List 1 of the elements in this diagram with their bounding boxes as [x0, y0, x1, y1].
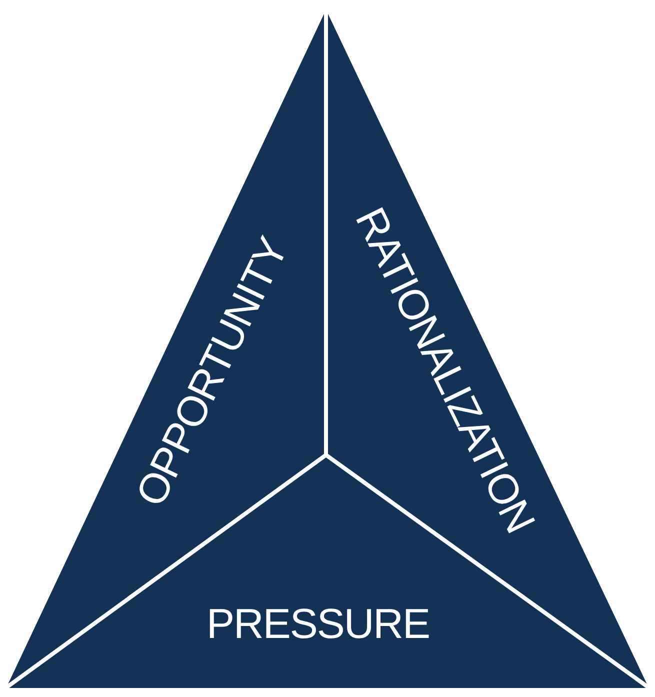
segment-label: PRESSURE — [206, 603, 430, 645]
